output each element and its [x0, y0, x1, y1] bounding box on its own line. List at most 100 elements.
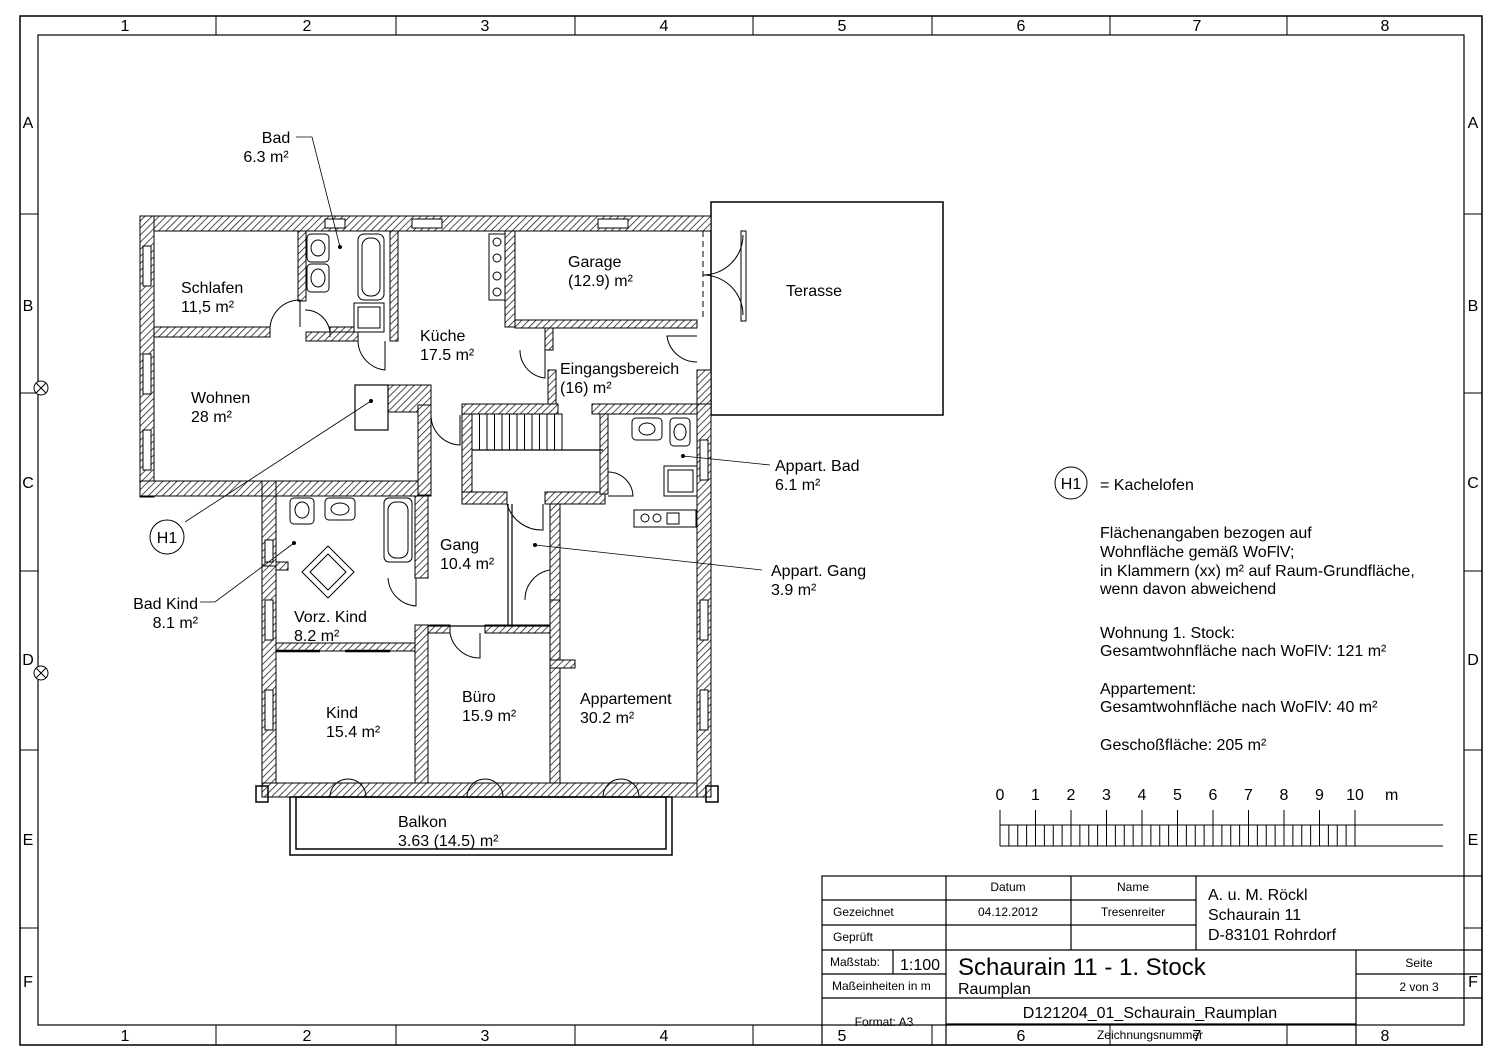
tb-address-line: D-83101 Rohrdorf	[1208, 927, 1337, 944]
scale-tick-label: 4	[1138, 787, 1147, 804]
note-line: Wohnfläche gemäß WoFlV;	[1100, 544, 1294, 561]
tb-address-line: Schaurain 11	[1208, 907, 1301, 924]
tb-title: Schaurain 11 - 1. Stock	[958, 954, 1207, 981]
frame-column-label: 7	[1193, 18, 1202, 35]
frame-row-label: E	[23, 832, 34, 849]
scale-unit: m	[1385, 787, 1398, 804]
room-appartement: Appartement 30.2 m²	[580, 691, 672, 727]
frame-row-label: A	[1468, 115, 1479, 132]
room-labels: Bad 6.3 m² Schlafen 11,5 m² Wohnen 28 m²…	[133, 130, 866, 850]
room-area: 17.5 m²	[420, 347, 475, 364]
scale-tick-label: 0	[996, 787, 1005, 804]
room-name: Garage	[568, 254, 621, 271]
note-line: Geschoßfläche: 205 m²	[1100, 737, 1267, 754]
room-name: Schlafen	[181, 280, 243, 297]
leader-lines	[184, 136, 771, 603]
frame-column-label: 5	[838, 1028, 847, 1045]
frame-row-label: F	[23, 974, 33, 991]
frame-column-label: 1	[121, 1028, 130, 1045]
windows	[142, 218, 709, 731]
tb-address-line: A. u. M. Röckl	[1208, 887, 1308, 904]
frame-column-label: 6	[1017, 18, 1026, 35]
room-gang: Gang 10.4 m²	[440, 537, 495, 573]
room-area: (12.9) m²	[568, 273, 634, 290]
frame-column-label: 8	[1381, 18, 1390, 35]
terrace-outline	[710, 201, 944, 416]
room-appart-gang: Appart. Gang 3.9 m²	[771, 563, 866, 599]
fold-mark	[33, 665, 49, 681]
fold-mark	[33, 380, 49, 396]
room-garage: Garage (12.9) m²	[568, 254, 634, 290]
room-buero: Büro 15.9 m²	[462, 689, 517, 725]
room-name: Appartement	[580, 691, 672, 708]
frame-column-label: 3	[481, 18, 490, 35]
stove-kachelofen	[354, 384, 389, 431]
frame-column-label: 5	[838, 18, 847, 35]
scale-tick-label: 5	[1173, 787, 1182, 804]
scale-tick-label: 1	[1031, 787, 1040, 804]
room-name: Terasse	[786, 283, 842, 300]
tb-col-date: Datum	[990, 880, 1025, 894]
room-area: 30.2 m²	[580, 710, 635, 727]
room-area: 15.9 m²	[462, 708, 517, 725]
room-name: Küche	[420, 328, 465, 345]
frame-row-label: F	[1468, 974, 1478, 991]
frame-column-label: 1	[121, 18, 130, 35]
room-name: Vorz. Kind	[294, 609, 367, 626]
room-area: 6.1 m²	[775, 477, 821, 494]
frame-column-label: 8	[1381, 1028, 1390, 1045]
outer-border	[19, 15, 1483, 1046]
scale-tick-label: 9	[1315, 787, 1324, 804]
room-area: 11,5 m²	[181, 299, 235, 316]
fixtures	[289, 233, 698, 599]
frame-row-label: B	[23, 298, 34, 315]
room-area: 28 m²	[191, 409, 233, 426]
tb-units-label: Maßeinheiten in m	[832, 979, 931, 993]
room-area: 3.63 (14.5) m²	[398, 833, 499, 850]
title-block: Datum Name Gezeichnet 04.12.2012 Tresenr…	[821, 875, 1483, 1046]
room-name: Appart. Gang	[771, 563, 866, 580]
tb-drawn-date: 04.12.2012	[978, 905, 1038, 919]
room-area: 10.4 m²	[440, 556, 495, 573]
tb-drawn-label: Gezeichnet	[833, 905, 894, 919]
tb-drawn-name: Tresenreiter	[1101, 905, 1165, 919]
room-kind: Kind 15.4 m²	[326, 705, 381, 741]
stove-marker: H1	[149, 519, 185, 555]
frame-row-label: E	[1468, 832, 1479, 849]
room-name: Gang	[440, 537, 479, 554]
note-line: wenn davon abweichend	[1099, 581, 1276, 598]
inner-border	[37, 34, 1465, 1026]
room-terasse: Terasse	[786, 283, 842, 300]
frame-column-label: 2	[303, 18, 312, 35]
frame-column-label: 7	[1193, 1028, 1202, 1045]
stove-icon	[488, 233, 506, 301]
tb-scale-label: Maßstab:	[830, 955, 880, 969]
note-line: Wohnung 1. Stock:	[1100, 625, 1235, 642]
legend-label: = Kachelofen	[1100, 477, 1194, 494]
frame-row-label: D	[1467, 652, 1479, 669]
room-name: Appart. Bad	[775, 458, 860, 475]
note-line: in Klammern (xx) m² auf Raum-Grundfläche…	[1100, 563, 1415, 580]
room-balkon: Balkon 3.63 (14.5) m²	[398, 814, 499, 850]
tb-subtitle: Raumplan	[958, 981, 1031, 998]
kitchenette-icon	[633, 509, 697, 528]
scale-tick-label: 6	[1209, 787, 1218, 804]
scale-tick-label: 7	[1244, 787, 1253, 804]
stove-marker-label: H1	[157, 530, 178, 547]
room-area: 8.1 m²	[153, 615, 199, 632]
doors	[269, 230, 747, 798]
legend-marker-circle	[1054, 466, 1088, 500]
room-schlafen: Schlafen 11,5 m²	[181, 280, 243, 316]
frame-row-label: A	[23, 115, 34, 132]
room-appart-bad: Appart. Bad 6.1 m²	[775, 458, 860, 494]
tb-page-label: Seite	[1405, 956, 1433, 970]
legend-marker: H1	[1061, 476, 1082, 493]
tb-drawing-number: D121204_01_Schaurain_Raumplan	[1023, 1005, 1277, 1022]
note-line: Gesamtwohnfläche nach WoFlV: 40 m²	[1100, 699, 1378, 716]
legend: H1 = Kachelofen Flächenangaben bezogen a…	[1054, 466, 1415, 754]
scale-tick-label: 2	[1067, 787, 1076, 804]
scale-tick-label: 3	[1102, 787, 1111, 804]
frame-row-label: B	[1468, 298, 1479, 315]
